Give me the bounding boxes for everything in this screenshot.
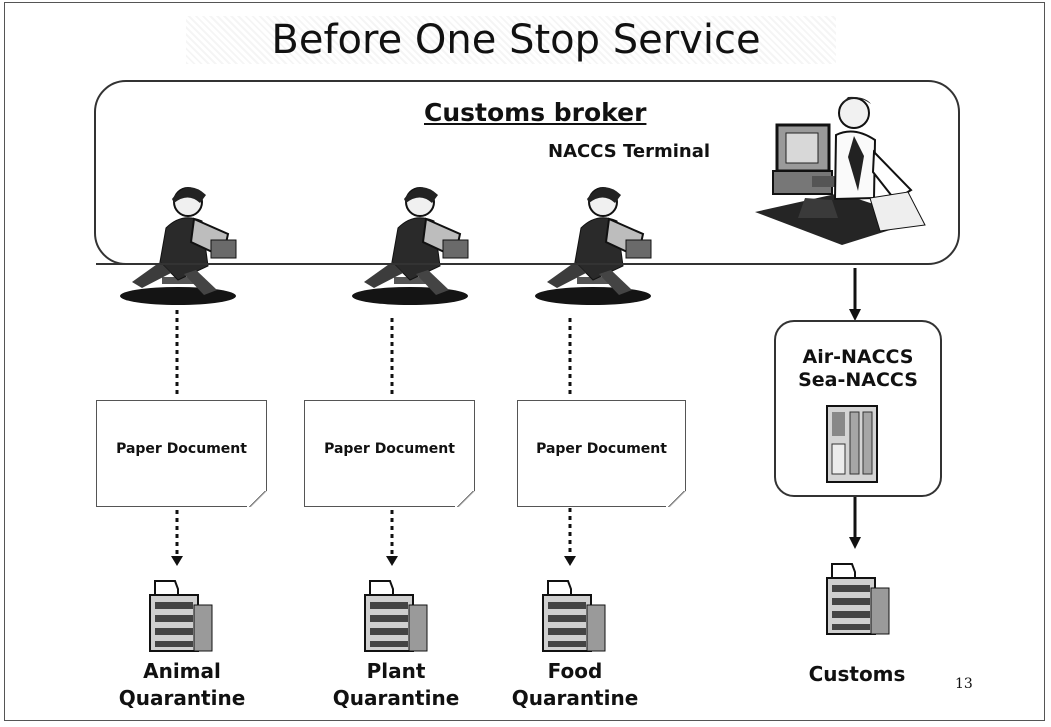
paper-document-2: Paper Document xyxy=(304,400,475,507)
arrowhead-2 xyxy=(386,556,398,566)
slide-title: Before One Stop Service xyxy=(271,17,761,63)
air-naccs-label: Air-NACCS xyxy=(802,346,914,368)
broker-agent-1-icon xyxy=(120,187,237,305)
paper-document-1: Paper Document xyxy=(96,400,267,507)
page-number: 13 xyxy=(955,676,973,692)
title-background xyxy=(186,16,836,64)
naccs-system-box xyxy=(774,320,942,497)
arrowhead-4 xyxy=(849,309,861,321)
animal-quarantine-building-icon xyxy=(149,580,213,652)
broker-agent-3-icon xyxy=(535,187,652,305)
customs-broker-label: Customs broker xyxy=(424,98,647,127)
animal-quarantine-label-line1: Animal xyxy=(143,659,221,683)
plant-quarantine-label-line2: Quarantine xyxy=(332,686,460,710)
sea-naccs-label: Sea-NACCS xyxy=(798,369,918,391)
customs-label: Customs xyxy=(767,661,947,688)
paper-document-1-label: Paper Document xyxy=(116,441,247,457)
plant-quarantine-building-icon xyxy=(364,580,428,652)
computer-operator-icon xyxy=(755,96,926,245)
animal-quarantine-label: Animal Quarantine xyxy=(92,658,272,712)
animal-quarantine-label-line2: Quarantine xyxy=(118,686,246,710)
arrowhead-3 xyxy=(564,556,576,566)
paper-document-3: Paper Document xyxy=(517,400,686,507)
arrowhead-1 xyxy=(171,556,183,566)
broker-connection-line xyxy=(96,263,890,265)
slide xyxy=(4,2,1045,721)
plant-quarantine-label-line1: Plant xyxy=(366,659,426,683)
food-quarantine-label: Food Quarantine xyxy=(485,658,665,712)
food-quarantine-label-line2: Quarantine xyxy=(511,686,639,710)
customs-building-icon xyxy=(826,563,890,635)
plant-quarantine-label: Plant Quarantine xyxy=(306,658,486,712)
customs-label-line1: Customs xyxy=(808,662,906,686)
server-icon xyxy=(826,405,878,483)
food-quarantine-building-icon xyxy=(542,580,606,652)
food-quarantine-label-line1: Food xyxy=(547,659,603,683)
arrowhead-5 xyxy=(849,537,861,549)
paper-document-2-label: Paper Document xyxy=(324,441,455,457)
paper-document-3-label: Paper Document xyxy=(536,441,667,457)
naccs-terminal-label: NACCS Terminal xyxy=(548,141,711,162)
